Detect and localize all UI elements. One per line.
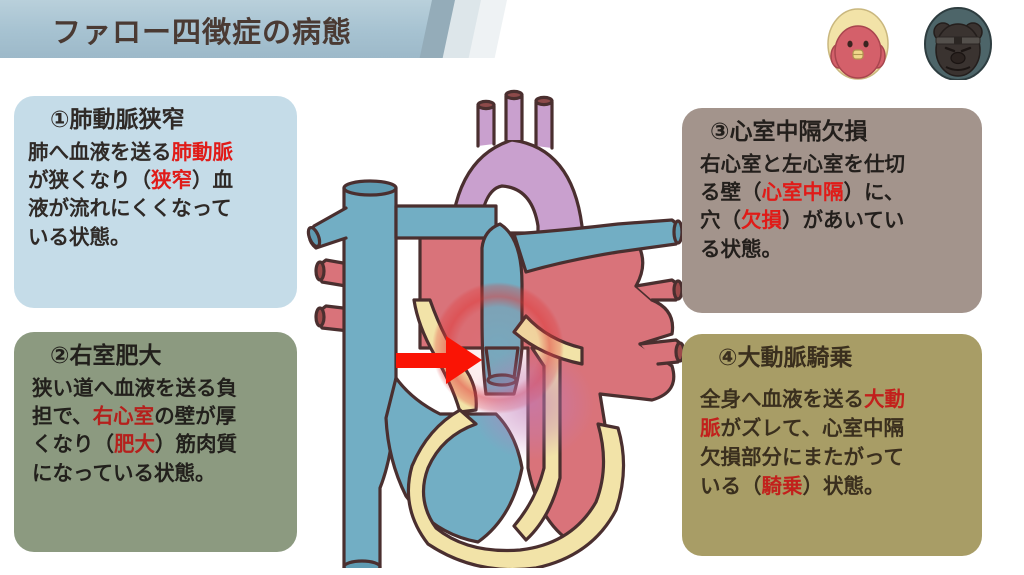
body-text: ）状態。 (802, 474, 885, 499)
info-box-overriding-aorta: ④大動脈騎乗 全身へ血液を送る大動脈がズレて、心室中隔欠損部分にまたがっている（… (682, 334, 982, 556)
body-line: いる状態。 (28, 223, 283, 251)
body-line: 全身へ血液を送る大動 (700, 385, 968, 414)
body-text: いる（ (700, 474, 762, 499)
body-text: ）筋肉質 (155, 432, 237, 457)
highlighted-term: 肺動脈 (171, 139, 234, 164)
body-text: 全身へ血液を送る (700, 386, 864, 411)
body-text: る状態。 (700, 236, 782, 261)
body-text: が狭くなり（ (28, 168, 151, 193)
body-text: いる状態。 (28, 224, 131, 249)
body-text: の壁が厚 (154, 404, 237, 429)
body-text: になっている状態。 (32, 460, 216, 485)
body-text: 欠損部分にまたがって (700, 444, 904, 469)
body-line: いる（騎乗）状態。 (700, 472, 968, 501)
info-box-ventricular-septal-defect: ③心室中隔欠損 右心室と左心室を仕切る壁（心室中隔）に、穴（欠損）があいている状… (682, 108, 982, 313)
body-text: がズレて、心室中隔 (720, 415, 904, 440)
body-text: ）に、 (843, 180, 905, 205)
body-line: 担で、右心室の壁が厚 (32, 402, 283, 430)
highlighted-term: 脈 (700, 415, 721, 440)
info-box-pulmonary-stenosis: ①肺動脈狭窄 肺へ血液を送る肺動脈が狭くなり（狭窄）血液が流れにくくなっている状… (14, 96, 297, 308)
header-banner (0, 0, 507, 58)
body-text: ）があいてい (782, 208, 905, 233)
body-text: る壁（ (700, 180, 762, 205)
body-text: 液が流れにくくなって (28, 196, 232, 221)
body-line: くなり（肥大）筋肉質 (32, 430, 283, 458)
info-box-3-body: 右心室と左心室を仕切る壁（心室中隔）に、穴（欠損）があいている状態。 (696, 150, 968, 263)
highlighted-term: 肥大 (114, 432, 155, 457)
highlighted-term: 心室中隔 (761, 180, 844, 205)
highlighted-term: 大動 (864, 386, 905, 411)
info-box-3-title: ③心室中隔欠損 (710, 119, 868, 145)
body-text: ）血 (192, 168, 233, 193)
body-line: 液が流れにくくなって (28, 194, 283, 222)
bird-character-avatar (820, 4, 896, 80)
body-line: 肺へ血液を送る肺動脈 (28, 138, 283, 166)
body-line: 狭い道へ血液を送る負 (32, 374, 283, 402)
body-line: 欠損部分にまたがって (700, 443, 968, 472)
body-text: 担で、 (32, 404, 93, 429)
body-line: になっている状態。 (32, 459, 283, 487)
body-line: る状態。 (700, 235, 968, 263)
info-box-4-body: 全身へ血液を送る大動脈がズレて、心室中隔欠損部分にまたがっている（騎乗）状態。 (696, 385, 968, 501)
body-line: る壁（心室中隔）に、 (700, 178, 968, 206)
info-box-2-title: ②右室肥大 (50, 343, 162, 369)
page-title: ファロー四徴症の病態 (52, 15, 353, 49)
body-text: 穴（ (700, 208, 741, 233)
heart-anatomy-diagram (300, 48, 690, 575)
body-text: くなり（ (32, 432, 114, 457)
body-line: が狭くなり（狭窄）血 (28, 166, 283, 194)
body-text: 右心室と左心室を仕切 (700, 151, 905, 176)
body-line: 穴（欠損）があいてい (700, 206, 968, 234)
body-text: 肺へ血液を送る (28, 139, 172, 164)
bear-character-avatar (920, 4, 996, 81)
info-box-2-body: 狭い道へ血液を送る負担で、右心室の壁が厚くなり（肥大）筋肉質になっている状態。 (28, 374, 283, 487)
body-line: 右心室と左心室を仕切 (700, 150, 968, 178)
highlighted-term: 欠損 (741, 208, 782, 233)
info-box-right-ventricular-hypertrophy: ②右室肥大 狭い道へ血液を送る負担で、右心室の壁が厚くなり（肥大）筋肉質になって… (14, 332, 297, 552)
vsd-overriding-aorta-glow (470, 348, 594, 460)
highlighted-term: 右心室 (92, 404, 155, 429)
highlighted-term: 狭窄 (151, 168, 192, 193)
highlighted-term: 騎乗 (761, 474, 803, 499)
stenosis-pointer-arrow (396, 336, 482, 384)
info-box-1-title: ①肺動脈狭窄 (50, 107, 185, 133)
body-line: 脈がズレて、心室中隔 (700, 414, 968, 443)
info-box-1-body: 肺へ血液を送る肺動脈が狭くなり（狭窄）血液が流れにくくなっている状態。 (28, 138, 283, 251)
info-box-4-title: ④大動脈騎乗 (718, 345, 853, 371)
body-text: 狭い道へ血液を送る負 (32, 375, 237, 400)
